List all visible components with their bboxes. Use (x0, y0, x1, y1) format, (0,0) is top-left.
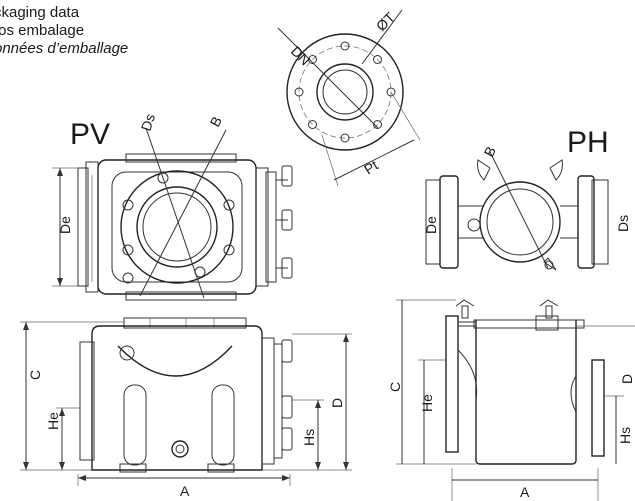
phi-t-leader (361, 9, 403, 65)
b-dimension-line-ph (489, 151, 549, 269)
d-label-ph: D (619, 374, 635, 384)
wing-knob-icon (281, 257, 293, 279)
c-label-pv: C (27, 370, 43, 380)
pt-label: Pt (361, 157, 381, 178)
d-label-pv: D (329, 398, 345, 408)
pv-side-body (91, 325, 263, 471)
caption-french: onnées d’emballage (0, 40, 129, 57)
pt-dimension-line (333, 139, 415, 181)
c-label-ph: C (387, 382, 403, 392)
flange-bolt-holes (294, 41, 396, 143)
ph-port-circle (479, 181, 561, 263)
hs-label-ph: Hs (617, 427, 633, 444)
wing-knob-icon (281, 165, 293, 187)
pv-view-label: PV (70, 118, 110, 151)
b-dimension-line (139, 129, 227, 297)
a-label-ph: A (520, 484, 530, 500)
pv-top-view: PV Ds B (52, 112, 293, 301)
pv-side-view: C He D Hs A (20, 317, 352, 499)
ds-label-pv: Ds (138, 112, 159, 133)
he-label-ph: He (419, 394, 435, 412)
caption-portuguese: tos embalage (0, 22, 85, 39)
dn-dimension-line (277, 27, 379, 129)
wing-knob-icon (281, 209, 293, 231)
ds-dimension-line (145, 127, 205, 299)
a-label-pv: A (180, 483, 190, 499)
ds-label-ph: Ds (615, 215, 631, 232)
flange-view: DN ØT Pt (277, 9, 421, 187)
phi-t-label: ØT (373, 9, 398, 34)
caption-english: ckaging data (0, 4, 80, 21)
ph-side-body (475, 320, 577, 465)
de-label-ph: De (423, 216, 439, 234)
de-label-pv: De (57, 216, 73, 234)
ph-view-label: PH (567, 126, 609, 159)
b-label-ph: B (481, 144, 500, 160)
ph-side-view: C He D Hs A (387, 299, 635, 501)
ph-top-view: PH B De Ds (423, 126, 631, 271)
packaging-caption: ckaging data tos embalage onnées d’embal… (0, 4, 128, 58)
he-label-pv: He (45, 412, 61, 430)
b-label-pv: B (207, 114, 226, 130)
hs-label-pv: Hs (301, 429, 317, 446)
